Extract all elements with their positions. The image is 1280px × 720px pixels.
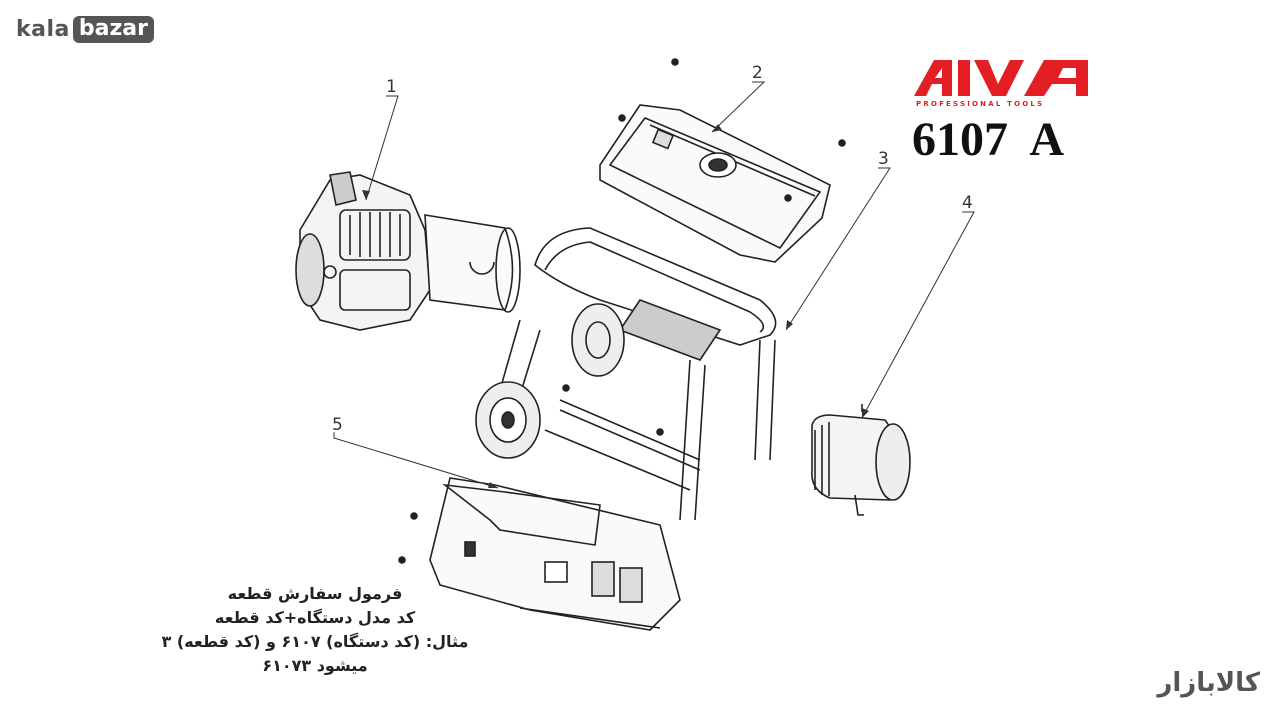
note-line-1: فرمول سفارش قطعه: [227, 584, 403, 603]
callout-4: 4: [962, 193, 973, 213]
part-5-control-panel: [398, 477, 681, 631]
leader-lines: [333, 81, 975, 489]
part-2-fuel-tank: [599, 58, 846, 263]
note-line-2: کد مدل دستگاه+کد قطعه: [214, 608, 416, 627]
aiva-logo-mark: [914, 60, 1088, 96]
callout-2: 2: [752, 63, 763, 83]
kalabazar-fa-logo: کالابازار: [1157, 668, 1260, 698]
logo-kala-text: kala: [16, 17, 70, 42]
callout-3: 3: [878, 149, 889, 169]
logo-bazar-text: bazar: [72, 16, 154, 43]
callout-1: 1: [386, 77, 397, 97]
model-code: 6107 A: [912, 113, 1065, 166]
aiva-logo: PROFESSIONAL TOOLS: [912, 56, 1092, 108]
part-1-engine: [295, 171, 521, 331]
aiva-tagline: PROFESSIONAL TOOLS: [916, 100, 1045, 108]
part-4-alternator: [811, 404, 911, 516]
part-3-frame: [475, 227, 777, 521]
order-formula-note: فرمول سفارش قطعه کد مدل دستگاه+کد قطعه م…: [160, 582, 470, 678]
note-line-3: مثال: (کد دستگاه) ۶۱۰۷ و (کد قطعه) ۳: [161, 632, 469, 651]
callout-5: 5: [332, 415, 343, 435]
note-line-4: میشود ۶۱۰۷۳: [262, 656, 368, 675]
kalabazar-logo: kala bazar: [16, 16, 154, 43]
